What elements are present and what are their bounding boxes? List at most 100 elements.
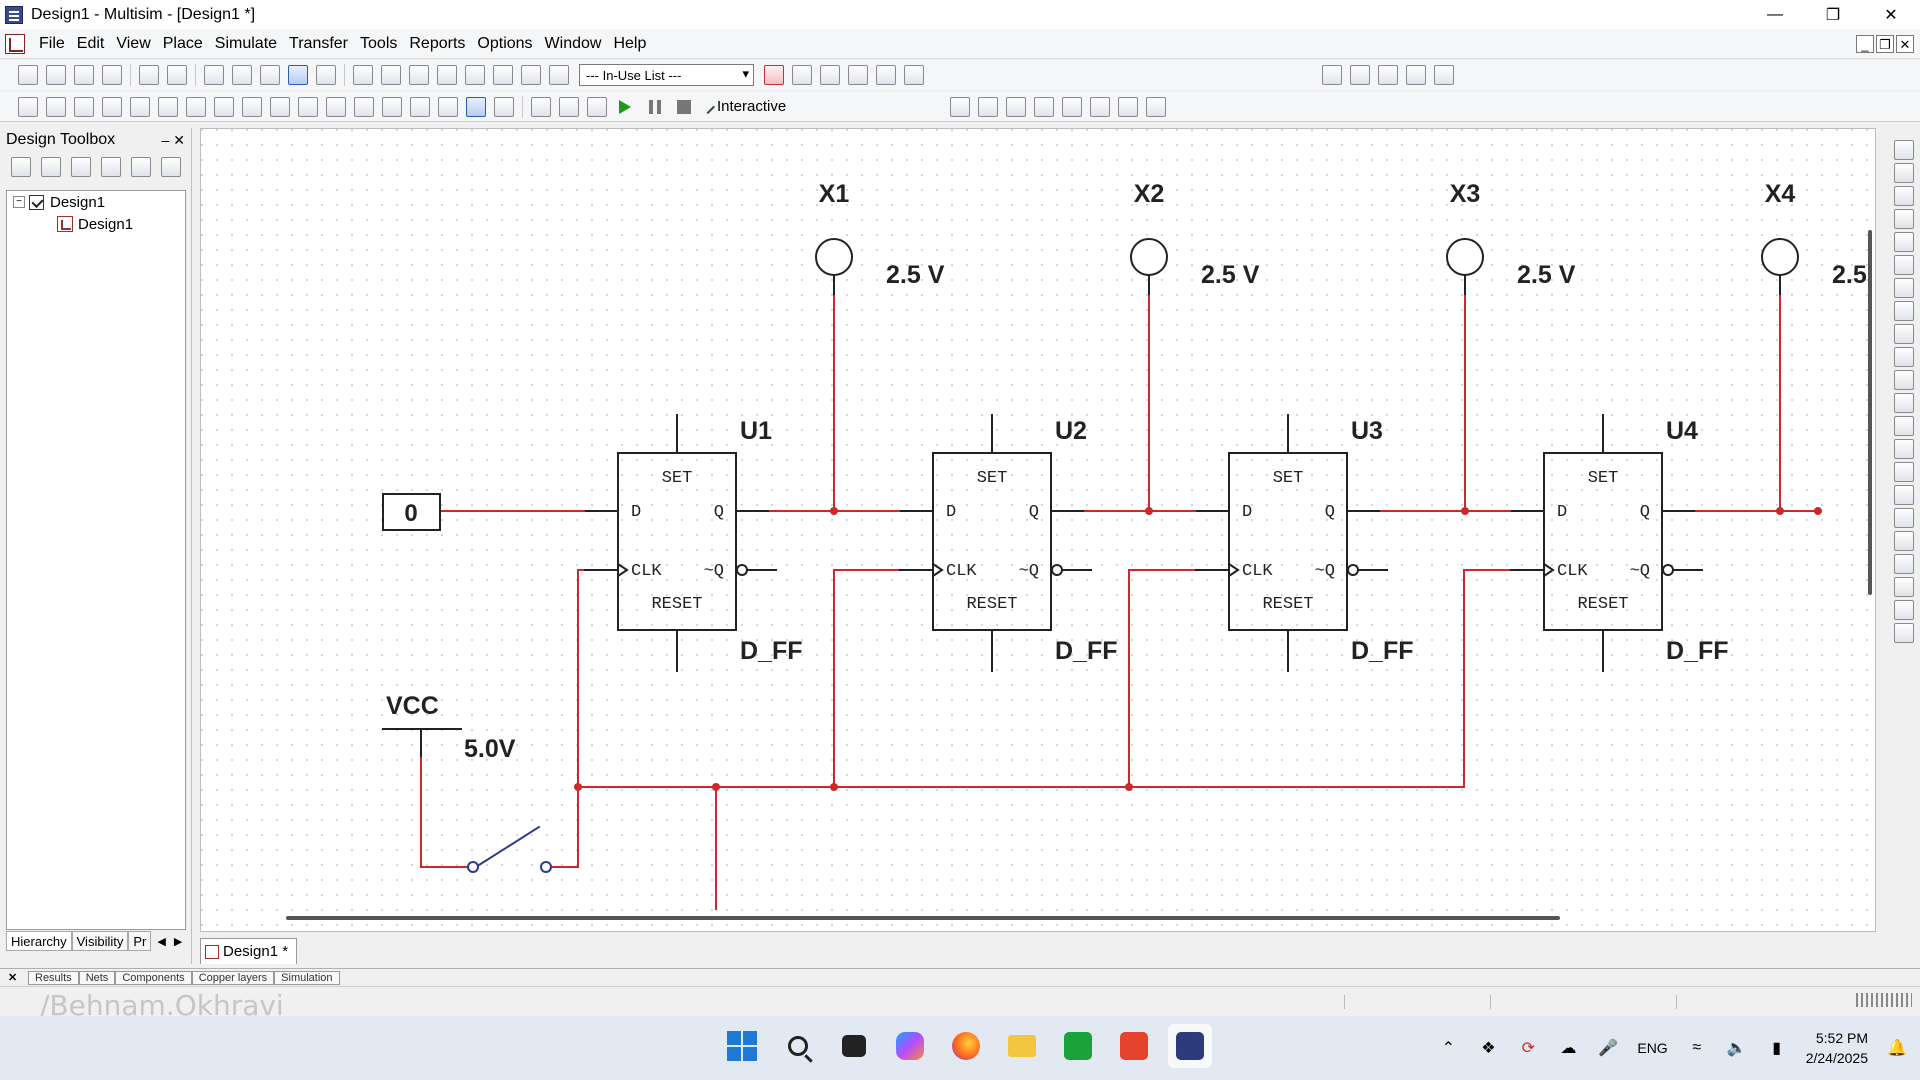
iv-analyzer-icon[interactable] bbox=[1894, 370, 1914, 390]
redo-icon[interactable] bbox=[316, 65, 336, 85]
volume-icon[interactable]: 🔈 bbox=[1726, 1040, 1747, 1057]
bode-plotter-icon[interactable] bbox=[1894, 255, 1914, 275]
tab-visibility[interactable]: Visibility bbox=[71, 931, 129, 951]
document-icon[interactable] bbox=[5, 33, 25, 54]
copy-icon[interactable] bbox=[232, 65, 252, 85]
tab-project[interactable]: Pr bbox=[128, 931, 152, 951]
task-view-button[interactable] bbox=[832, 1024, 876, 1068]
tab-scroll-left-icon[interactable]: ◀ bbox=[157, 935, 166, 948]
probe-voltage-icon[interactable] bbox=[950, 96, 971, 117]
menu-transfer[interactable]: Transfer bbox=[289, 34, 349, 52]
zoom-area-icon[interactable] bbox=[1378, 65, 1398, 85]
place-ni-components-icon[interactable] bbox=[466, 96, 486, 117]
tektronix-oscilloscope-icon[interactable] bbox=[1894, 531, 1914, 551]
mdi-minimize-icon[interactable]: _ bbox=[1856, 35, 1874, 53]
clock-wire-u2[interactable] bbox=[833, 569, 899, 787]
place-cmos-icon[interactable] bbox=[186, 96, 206, 117]
menu-help[interactable]: Help bbox=[613, 34, 647, 52]
microphone-icon[interactable]: 🎤 bbox=[1598, 1040, 1619, 1057]
menu-tools[interactable]: Tools bbox=[360, 34, 398, 52]
probe-voltage-reference-icon[interactable] bbox=[1062, 96, 1083, 117]
clock-triangle[interactable] bbox=[1228, 563, 1240, 577]
mdi-restore-icon[interactable]: ❐ bbox=[1876, 35, 1894, 53]
in-use-list-dropdown[interactable]: --- In-Use List --- bbox=[579, 64, 754, 86]
toolbox-new-icon[interactable] bbox=[11, 157, 31, 177]
tab-nets[interactable]: Nets bbox=[78, 970, 116, 985]
place-misc-icon[interactable] bbox=[354, 96, 374, 117]
help-icon[interactable] bbox=[904, 65, 924, 85]
print-preview-icon[interactable] bbox=[167, 65, 187, 85]
component-wizard-icon[interactable] bbox=[493, 65, 513, 85]
inverted-output-bubble[interactable] bbox=[1662, 564, 1674, 576]
menu-simulate[interactable]: Simulate bbox=[214, 34, 278, 52]
menu-place[interactable]: Place bbox=[162, 34, 203, 52]
database-manager-icon[interactable] bbox=[409, 65, 429, 85]
switch-to-bus-wire[interactable] bbox=[552, 787, 579, 868]
probe-bus-icon[interactable] bbox=[1118, 96, 1139, 117]
find-examples-icon[interactable] bbox=[876, 65, 896, 85]
probe-differential-icon[interactable] bbox=[1034, 96, 1055, 117]
tab-components[interactable]: Components bbox=[115, 970, 192, 985]
run-simulation-icon[interactable] bbox=[619, 99, 631, 114]
tab-design1[interactable]: Design1 * bbox=[200, 938, 298, 964]
restore-icon[interactable]: ❐ bbox=[1825, 6, 1841, 24]
postprocessor-icon[interactable] bbox=[465, 65, 485, 85]
toolbox-new-sheet-icon[interactable] bbox=[101, 157, 121, 177]
place-power-icon[interactable] bbox=[326, 96, 346, 117]
tab-simulation[interactable]: Simulation bbox=[274, 970, 340, 985]
toolbox-delete-icon[interactable] bbox=[131, 157, 151, 177]
place-rf-icon[interactable] bbox=[410, 96, 430, 117]
start-button[interactable] bbox=[720, 1024, 764, 1068]
place-wire-icon[interactable] bbox=[587, 96, 607, 117]
place-ttl-icon[interactable] bbox=[158, 96, 178, 117]
place-bus-icon[interactable] bbox=[559, 96, 579, 117]
ni-elvis-icon[interactable] bbox=[1894, 577, 1914, 597]
tree-child[interactable]: Design1 bbox=[7, 213, 185, 235]
place-source-icon[interactable] bbox=[18, 96, 38, 117]
probe-indicator[interactable] bbox=[815, 238, 853, 276]
menu-view[interactable]: View bbox=[116, 34, 151, 52]
wifi-icon[interactable]: ≈ bbox=[1692, 1039, 1702, 1056]
agilent-oscilloscope-icon[interactable] bbox=[1894, 508, 1914, 528]
menu-reports[interactable]: Reports bbox=[409, 34, 466, 52]
vcc-wire[interactable] bbox=[420, 757, 468, 868]
logic-analyzer-icon[interactable] bbox=[1894, 347, 1914, 367]
inverted-output-bubble[interactable] bbox=[736, 564, 748, 576]
toolbox-properties-icon[interactable] bbox=[161, 157, 181, 177]
labview-instrument-icon[interactable] bbox=[1894, 554, 1914, 574]
inverted-output-bubble[interactable] bbox=[1347, 564, 1359, 576]
toolbox-open-icon[interactable] bbox=[41, 157, 61, 177]
dropbox-icon[interactable]: ❖ bbox=[1481, 1040, 1496, 1057]
menu-window[interactable]: Window bbox=[544, 34, 602, 52]
place-electromechanical-icon[interactable] bbox=[438, 96, 458, 117]
electrical-rules-icon[interactable] bbox=[521, 65, 541, 85]
file-explorer-button[interactable] bbox=[1000, 1024, 1044, 1068]
search-button[interactable] bbox=[776, 1024, 820, 1068]
tab-results[interactable]: Results bbox=[28, 970, 79, 985]
menu-file[interactable]: File bbox=[39, 34, 65, 52]
app-green-button[interactable] bbox=[1056, 1024, 1100, 1068]
place-transistor-icon[interactable] bbox=[102, 96, 122, 117]
current-clamp-icon[interactable] bbox=[1894, 600, 1914, 620]
spreadsheet-close-icon[interactable]: ✕ bbox=[8, 972, 18, 984]
multisim-taskbar-button[interactable] bbox=[1168, 1024, 1212, 1068]
switch-terminal[interactable] bbox=[467, 861, 479, 873]
toolbox-minimize-icon[interactable]: – bbox=[161, 131, 170, 148]
horizontal-scroll-thumb[interactable] bbox=[286, 916, 1560, 920]
place-basic-icon[interactable] bbox=[46, 96, 66, 117]
agilent-generator-icon[interactable] bbox=[1894, 462, 1914, 482]
probe-current-icon[interactable] bbox=[978, 96, 999, 117]
place-indicator-icon[interactable] bbox=[298, 96, 318, 117]
four-channel-oscilloscope-icon[interactable] bbox=[1894, 232, 1914, 252]
back-annotate-icon[interactable] bbox=[792, 65, 812, 85]
word-generator-icon[interactable] bbox=[1894, 301, 1914, 321]
clock-wire-u1[interactable] bbox=[577, 569, 584, 787]
erc-icon[interactable] bbox=[764, 65, 784, 85]
probe-settings-icon[interactable] bbox=[1146, 96, 1167, 117]
clock-wire-u3[interactable] bbox=[1128, 569, 1195, 787]
clock-wire-u4[interactable] bbox=[1463, 569, 1510, 787]
menu-options[interactable]: Options bbox=[477, 34, 533, 52]
logic-converter-icon[interactable] bbox=[1894, 324, 1914, 344]
